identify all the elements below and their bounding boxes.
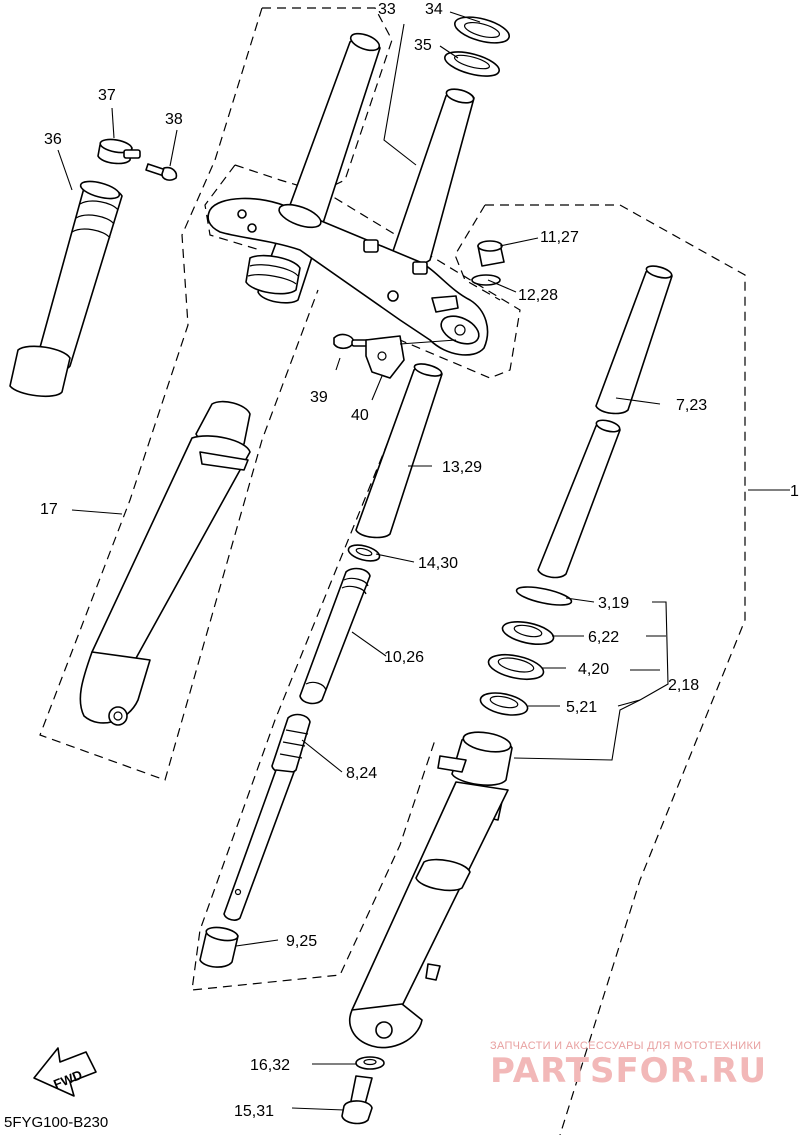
part-34-35-bearings xyxy=(444,16,510,77)
watermark-tagline: ЗАПЧАСТИ И АКСЕССУАРЫ ДЛЯ МОТОТЕХНИКИ xyxy=(490,1040,762,1052)
part-38-bolt xyxy=(145,163,178,181)
callout-8-24: 8,24 xyxy=(346,765,377,782)
part-2-outer-tube xyxy=(348,731,513,1049)
part-3-6-4-5-seals xyxy=(479,586,573,716)
callout-33: 33 xyxy=(378,1,396,18)
callout-40: 40 xyxy=(351,407,369,424)
callout-37: 37 xyxy=(98,87,116,104)
part-15-16-bolt-washer xyxy=(341,1056,385,1125)
callout-10-26: 10,26 xyxy=(384,649,424,666)
leader-lines xyxy=(57,11,790,1111)
watermark-logo: PARTSFOR.RU xyxy=(490,1051,768,1091)
part-7-fork-springs xyxy=(537,265,673,579)
callout-17: 17 xyxy=(40,501,58,518)
callout-2-18: 2,18 xyxy=(668,677,699,694)
callout-11-27: 11,27 xyxy=(540,229,579,246)
part-11-12-cap-bolt xyxy=(471,240,505,286)
callout-6-22: 6,22 xyxy=(588,629,619,646)
part-8-damper-rod xyxy=(223,713,311,921)
watermark: ЗАПЧАСТИ И АКСЕССУАРЫ ДЛЯ МОТОТЕХНИКИ PA… xyxy=(490,1040,790,1090)
callout-38: 38 xyxy=(165,111,183,128)
callout-16-32: 16,32 xyxy=(250,1057,290,1074)
callout-7-23: 7,23 xyxy=(676,397,707,414)
callout-39: 39 xyxy=(310,389,328,406)
callout-9-25: 9,25 xyxy=(286,933,317,950)
part-37-clamp xyxy=(97,138,141,165)
part-9-oil-lock-piece xyxy=(199,926,239,968)
callout-1: 1 xyxy=(790,483,799,500)
callout-15-31: 15,31 xyxy=(234,1103,274,1120)
part-10-spring-piston xyxy=(299,567,371,705)
part-13-inner-tube xyxy=(355,363,443,539)
part-36-fork-boot xyxy=(9,180,123,398)
assembly-boundaries xyxy=(39,7,746,1135)
fwd-arrow-icon: FWD xyxy=(33,1047,97,1097)
callout-3-19: 3,19 xyxy=(598,595,629,612)
part-33-steering-stem-bracket xyxy=(207,88,489,356)
callout-4-20: 4,20 xyxy=(578,661,609,678)
callout-13-29: 13,29 xyxy=(442,459,482,476)
callout-36: 36 xyxy=(44,131,62,148)
callout-14-30: 14,30 xyxy=(418,555,458,572)
callout-labels: 33 34 35 36 37 38 11,27 12,28 39 40 7,23… xyxy=(40,1,799,1120)
callout-5-21: 5,21 xyxy=(566,699,597,716)
callout-34: 34 xyxy=(425,1,443,18)
callout-35: 35 xyxy=(414,37,432,54)
callout-12-28: 12,28 xyxy=(518,287,558,304)
part-14-collar xyxy=(347,544,381,562)
diagram-code: 5FYG100-B230 xyxy=(4,1114,109,1131)
part-39-40-bolt-bracket xyxy=(333,333,405,379)
